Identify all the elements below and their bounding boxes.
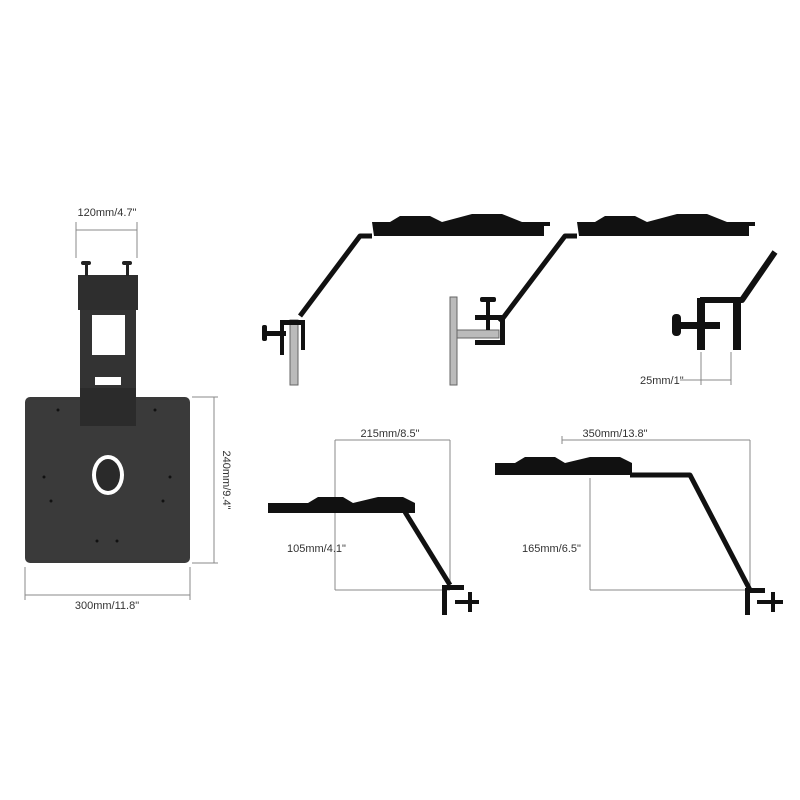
side-view-wall-clamp (449, 214, 755, 386)
tray-silhouette (577, 214, 755, 236)
dim-lines-long (561, 436, 751, 591)
label-plate-height: 240mm/9.4" (220, 451, 232, 510)
arm (630, 472, 753, 592)
clamp-screw (486, 300, 490, 330)
clamp-screw (262, 331, 286, 336)
knob-icon (480, 297, 496, 302)
clamp-jaws (697, 298, 741, 350)
tray-silhouette (372, 214, 550, 236)
knob-icon (122, 261, 132, 276)
label-reach-long: 350mm/13.8" (582, 428, 647, 440)
arm (402, 510, 453, 587)
dim-line-plate-height (192, 396, 218, 564)
dim-line-clamp-opening (680, 352, 732, 385)
pole (289, 319, 299, 386)
wall-post (449, 296, 458, 386)
clamp (280, 320, 305, 355)
bracket-top-block (78, 275, 138, 310)
shelf-edge (456, 329, 500, 339)
arm (700, 250, 778, 303)
label-drop-short: 105mm/4.1" (287, 543, 346, 555)
label-bracket-width: 120mm/4.7" (78, 207, 137, 219)
knob-icon (672, 314, 681, 336)
tray-silhouette (268, 497, 415, 513)
screw-holes (42, 408, 172, 543)
clamp-screw (680, 322, 720, 329)
dim-lines-short (334, 439, 451, 591)
knob-icon (262, 325, 267, 341)
bracket-window (92, 315, 125, 355)
bracket-slot (95, 377, 121, 385)
center-hole (96, 459, 120, 491)
clamp-screw (757, 600, 783, 604)
clamp-screw (455, 600, 479, 604)
side-view-short-reach: 215mm/8.5" 105mm/4.1" (268, 428, 479, 615)
tray-silhouette (495, 457, 632, 475)
label-clamp-opening: 25mm/1" (640, 375, 684, 387)
label-plate-width: 300mm/11.8" (75, 600, 139, 612)
clamp (475, 315, 505, 345)
bracket-lower-block (80, 388, 136, 426)
front-view: 120mm/4.7" 240mm/9.4" 300mm/11.8" (24, 207, 232, 612)
knob-icon (81, 261, 91, 276)
label-reach-short: 215mm/8.5" (361, 428, 420, 440)
arm (498, 233, 577, 324)
knob-icon (468, 592, 472, 612)
arm (298, 233, 372, 318)
knob-icon (771, 592, 775, 612)
dim-line-plate-width (24, 567, 191, 600)
side-view-long-reach: 350mm/13.8" 165mm/6.5" (495, 428, 783, 615)
dim-line-bracket-width (75, 222, 138, 258)
label-drop-long: 165mm/6.5" (522, 543, 581, 555)
side-view-pole-clamp (262, 214, 550, 386)
clamp-detail: 25mm/1" (640, 250, 778, 387)
clamp (442, 585, 464, 615)
clamp (745, 588, 765, 615)
